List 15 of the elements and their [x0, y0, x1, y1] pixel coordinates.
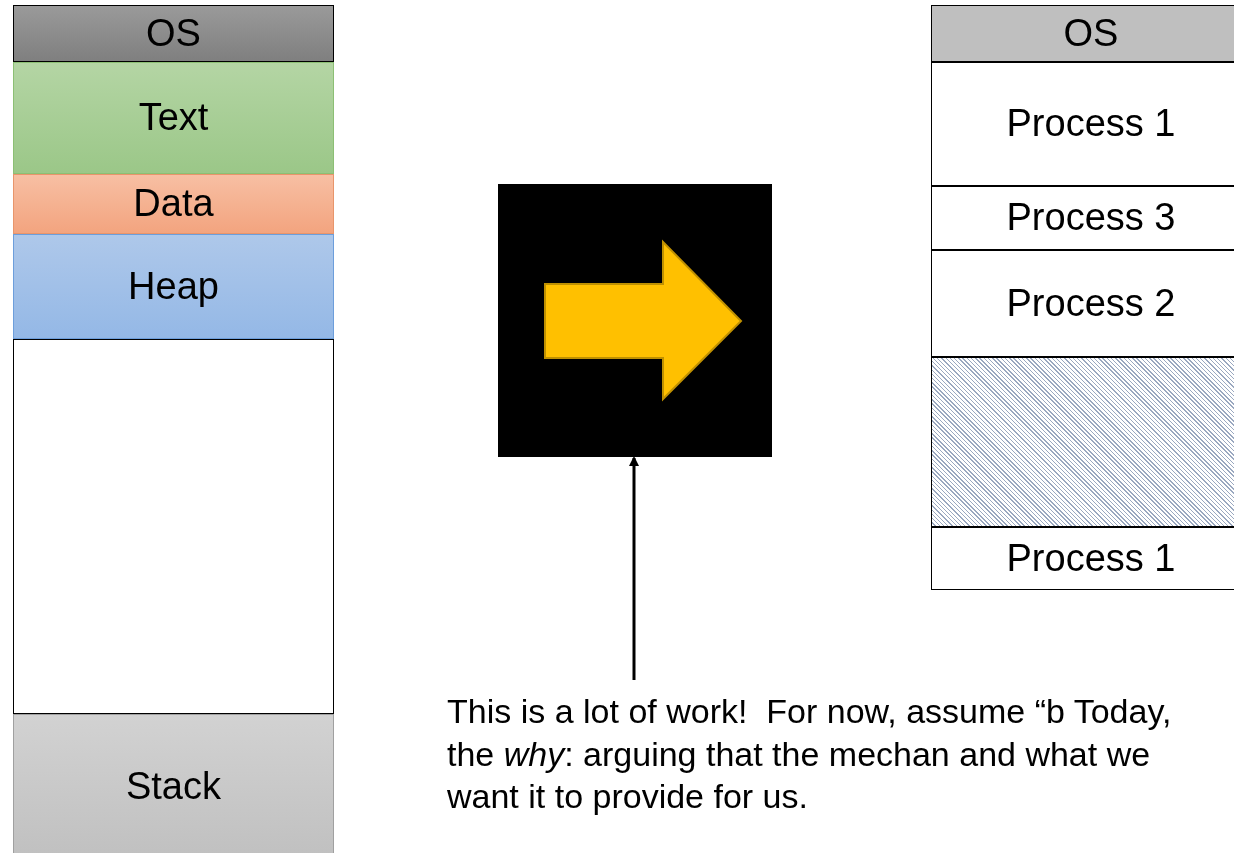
- arrow: [629, 456, 639, 680]
- memory-segment: [13, 339, 334, 714]
- memory-partition: Process 1: [931, 527, 1234, 590]
- arrow-tile-drawing: [498, 184, 772, 457]
- memory-segment: OS: [13, 5, 334, 62]
- memory-partition: OS: [931, 5, 1234, 62]
- memory-segment: Stack: [13, 714, 334, 853]
- memory-segment: Text: [13, 62, 334, 174]
- memory-partition: Process 2: [931, 250, 1234, 357]
- note-text: This is a lot of work! For now, assume “b Today, the why: arguing that the mechan and what we want it to provide for us.: [447, 691, 1173, 817]
- memory-partition: Process 1: [931, 62, 1234, 186]
- memory-segment: Heap: [13, 234, 334, 339]
- memory-partition: Process 3: [931, 186, 1234, 250]
- free-memory-region: [931, 357, 1234, 527]
- memory-segment: Data: [13, 174, 334, 234]
